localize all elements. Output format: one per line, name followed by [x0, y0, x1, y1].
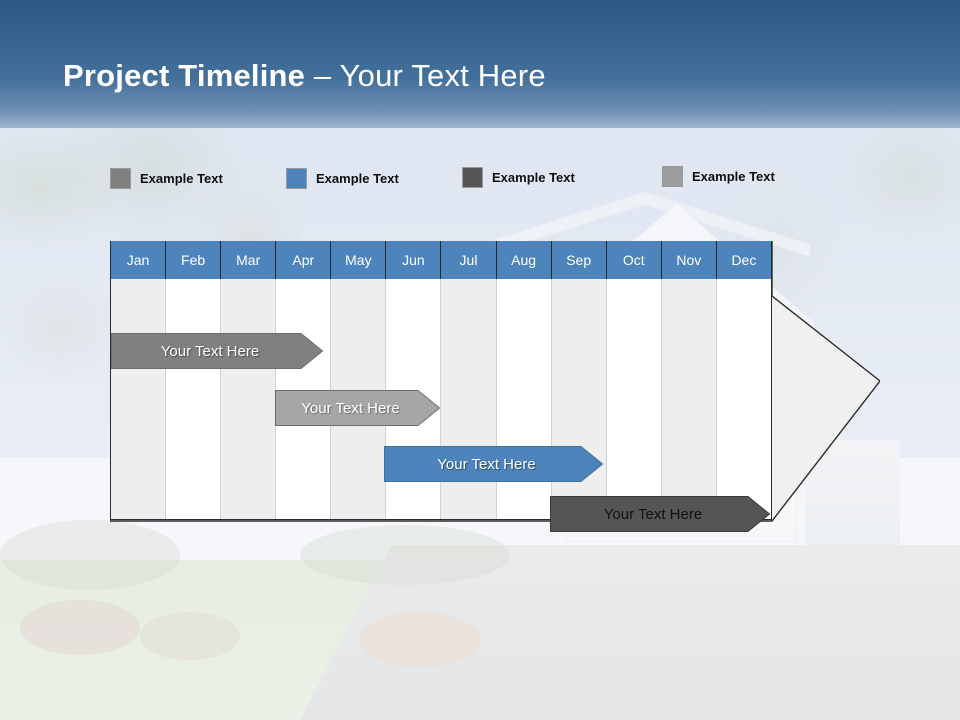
month-cell-nov[interactable]: Nov: [661, 241, 717, 279]
page-title-subtitle: – Your Text Here: [305, 58, 546, 93]
legend-swatch-icon: [662, 166, 683, 187]
gantt-column-sep: [551, 279, 607, 519]
month-cell-oct[interactable]: Oct: [606, 241, 662, 279]
gantt-column-feb: [166, 279, 222, 519]
gantt-bar-4[interactable]: Your Text Here: [550, 496, 770, 532]
gantt-column-aug: [496, 279, 552, 519]
gantt-bar-3[interactable]: Your Text Here: [384, 446, 603, 482]
gantt-bar-label: Your Text Here: [301, 399, 400, 417]
gantt-column-mar: [221, 279, 277, 519]
legend-swatch-icon: [462, 167, 483, 188]
gantt-column-dec: [716, 279, 771, 519]
legend-item-4: Example Text: [662, 166, 775, 187]
gantt-bar-1[interactable]: Your Text Here: [111, 333, 323, 369]
legend-label: Example Text: [692, 169, 775, 184]
gantt-bar-label: Your Text Here: [603, 505, 703, 523]
legend-item-1: Example Text: [110, 168, 223, 189]
month-cell-dec[interactable]: Dec: [716, 241, 772, 279]
gantt-bar-shape: [550, 496, 770, 532]
month-cell-may[interactable]: May: [331, 241, 387, 279]
month-cell-sep[interactable]: Sep: [551, 241, 607, 279]
legend-swatch-icon: [286, 168, 307, 189]
gantt-bar-2[interactable]: Your Text Here: [275, 390, 440, 426]
month-cell-aug[interactable]: Aug: [496, 241, 552, 279]
gantt-column-jan: [111, 279, 167, 519]
legend-item-3: Example Text: [462, 167, 575, 188]
month-cell-apr[interactable]: Apr: [276, 241, 332, 279]
gantt-bar-label: Your Text Here: [160, 342, 260, 360]
gantt-grid: [110, 279, 772, 520]
legend-label: Example Text: [140, 171, 223, 186]
gantt-column-oct: [606, 279, 662, 519]
month-cell-mar[interactable]: Mar: [221, 241, 277, 279]
gantt-bar-shape: [275, 390, 440, 426]
legend-swatch-icon: [110, 168, 131, 189]
month-cell-jan[interactable]: Jan: [110, 241, 167, 279]
legend-label: Example Text: [492, 170, 575, 185]
month-cell-jul[interactable]: Jul: [441, 241, 497, 279]
legend-label: Example Text: [316, 171, 399, 186]
gantt-column-nov: [661, 279, 717, 519]
gantt-bar-label: Your Text Here: [437, 455, 536, 473]
month-cell-jun[interactable]: Jun: [386, 241, 442, 279]
page-title-bold: Project Timeline: [63, 58, 306, 93]
gantt-bar-shape: [384, 446, 603, 482]
page-title: Project Timeline – Your Text Here: [63, 60, 546, 91]
gantt-bar-shape: [111, 333, 323, 369]
month-cell-feb[interactable]: Feb: [166, 241, 222, 279]
legend: Example Text Example Text Example Text Exam…: [110, 166, 910, 196]
legend-item-2: Example Text: [286, 168, 399, 189]
title-banner: Project Timeline – Your Text Here: [0, 0, 960, 128]
gantt-column-jul: [441, 279, 497, 519]
